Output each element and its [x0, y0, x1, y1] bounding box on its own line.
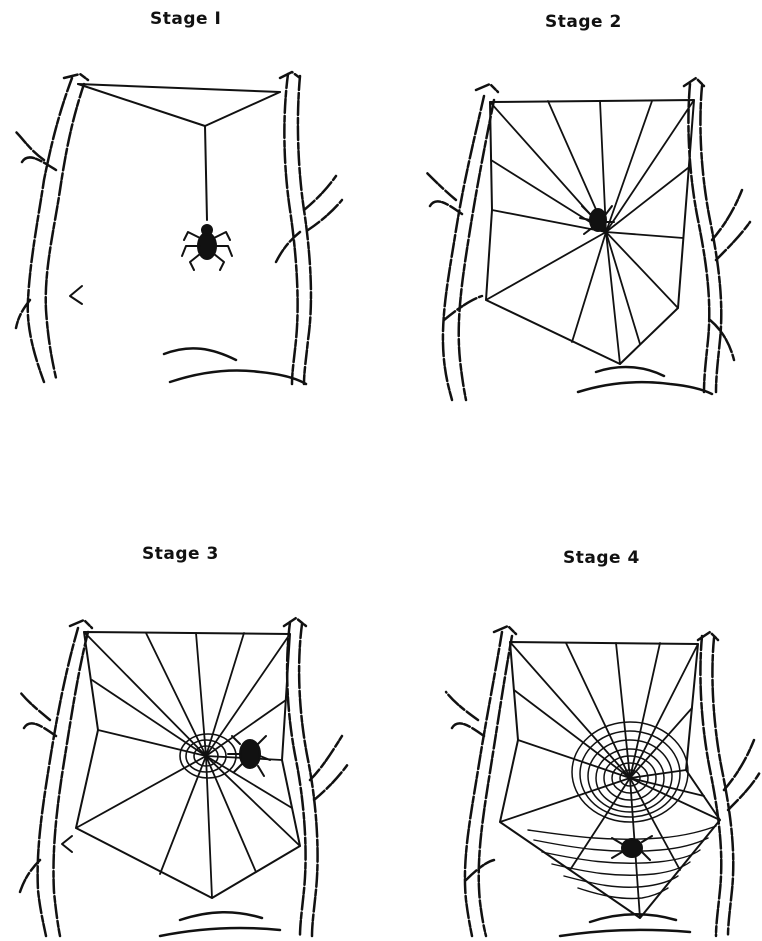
stage-4-panel: [446, 626, 760, 936]
stage-2-left-branch: [426, 84, 498, 400]
stage-2-right-branch: [684, 78, 750, 392]
stage-1-left-branch: [16, 74, 88, 382]
stage-1-right-branch: [276, 72, 342, 384]
stage-2-panel: [426, 78, 750, 400]
stage-3-radials: [76, 632, 300, 898]
stage-4-left-branch: [446, 626, 516, 936]
stage-2-ground: [578, 367, 712, 394]
stage-4-right-branch: [698, 632, 760, 936]
stage-2-web-frame: [486, 100, 694, 364]
stage-3-small-twig: [62, 836, 72, 852]
stage-3-spider: [228, 736, 270, 776]
stage-3-left-branch: [20, 620, 92, 936]
stage-3-ground: [160, 912, 280, 936]
stage-1-panel: [16, 72, 342, 384]
stage-2-radials: [486, 100, 694, 364]
stage-1-silk-frame: [78, 84, 280, 220]
stage-4-ground: [560, 914, 690, 936]
stage-1-ground: [164, 348, 306, 384]
stage-4-lower-spiral-threads: [528, 826, 716, 899]
stage-3-right-branch: [284, 618, 348, 936]
stage-3-panel: [20, 618, 348, 936]
stage-1-small-twig: [70, 286, 82, 304]
stage-1-spider: [182, 225, 232, 270]
